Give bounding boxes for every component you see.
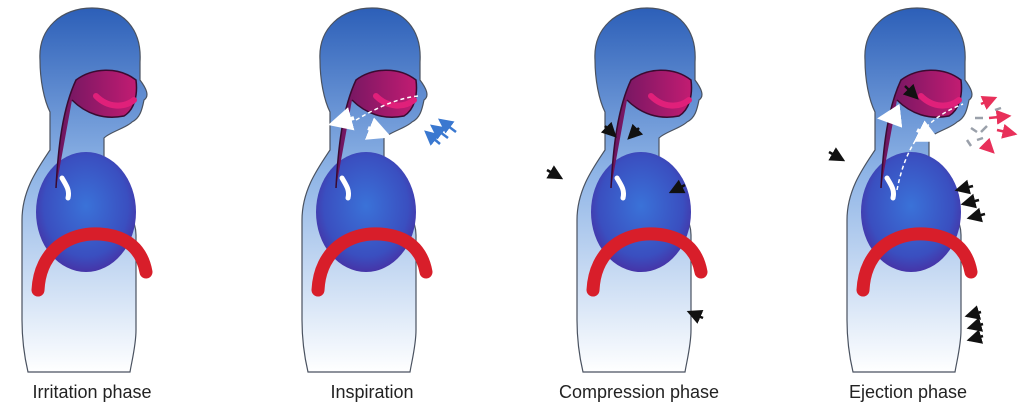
phase-figure-inspiration (302, 8, 456, 372)
phase-label-irritation: Irritation phase (32, 382, 151, 403)
black-arrow-icon (963, 200, 979, 204)
black-arrow-icon (957, 186, 973, 190)
black-arrow-icon (969, 324, 983, 328)
black-arrow-icon (829, 152, 843, 160)
blue-arrow-icon (440, 120, 456, 132)
blue-arrow-icon (432, 126, 448, 138)
phase-figure-irritation (22, 8, 147, 372)
phase-figure-compression (547, 8, 703, 372)
phase-figure-ejection (829, 8, 1015, 372)
black-arrow-icon (969, 336, 983, 340)
phase-label-ejection: Ejection phase (849, 382, 967, 403)
droplet-spray-icon (967, 98, 1015, 152)
black-arrow-icon (967, 312, 981, 316)
phase-label-inspiration: Inspiration (330, 382, 413, 403)
black-arrow-icon (969, 214, 985, 218)
black-arrow-icon (547, 170, 561, 178)
white-arrow-icon (881, 116, 899, 118)
blue-arrow-icon (426, 132, 440, 144)
phase-label-compression: Compression phase (559, 382, 719, 403)
